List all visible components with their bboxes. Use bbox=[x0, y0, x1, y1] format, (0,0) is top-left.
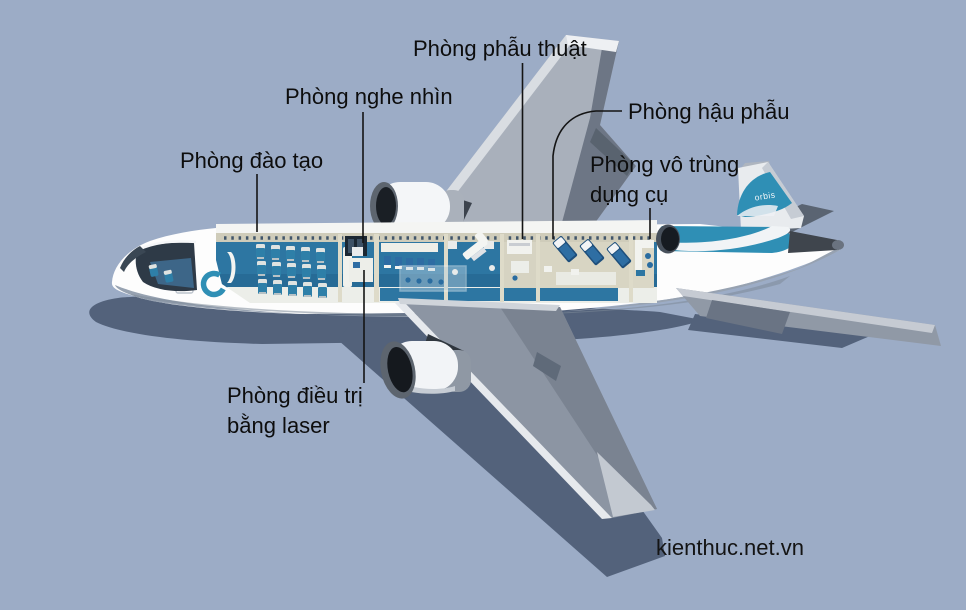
orbis-nose-logo bbox=[200, 270, 228, 298]
label-training-room: Phòng đào tạo bbox=[180, 148, 324, 173]
cockpit bbox=[120, 240, 197, 292]
surgery-room bbox=[448, 231, 495, 275]
glass-room bbox=[399, 265, 467, 292]
tail-engine bbox=[656, 224, 844, 254]
post-op-room bbox=[504, 240, 536, 288]
label-laser-room: Phòng điều trị bằng laser bbox=[227, 383, 363, 438]
operating-table bbox=[462, 231, 488, 262]
laser-treatment-room bbox=[381, 243, 467, 292]
cabin-interior bbox=[216, 220, 657, 303]
recovery-room bbox=[540, 235, 632, 288]
near-engine bbox=[380, 334, 471, 399]
label-surgery-room: Phòng phẫu thuật bbox=[413, 36, 587, 61]
label-audio-visual-room: Phòng nghe nhìn bbox=[285, 84, 453, 109]
sterilization-room bbox=[633, 240, 654, 288]
tail-fin: orbis bbox=[737, 161, 834, 234]
audio-visual-room bbox=[345, 236, 373, 282]
label-sterilization-room: Phòng vô trùng dụng cụ bbox=[590, 152, 740, 207]
cabin-partitions bbox=[338, 234, 633, 302]
leader-lines bbox=[256, 63, 651, 383]
tailplane bbox=[676, 288, 941, 346]
orbis-tail-logo: orbis bbox=[754, 189, 776, 202]
label-post-op-room: Phòng hậu phẫu bbox=[628, 99, 790, 124]
leader-post-op bbox=[552, 110, 622, 239]
projection-screen bbox=[227, 252, 236, 283]
watermark: kienthuc.net.vn bbox=[656, 535, 804, 560]
